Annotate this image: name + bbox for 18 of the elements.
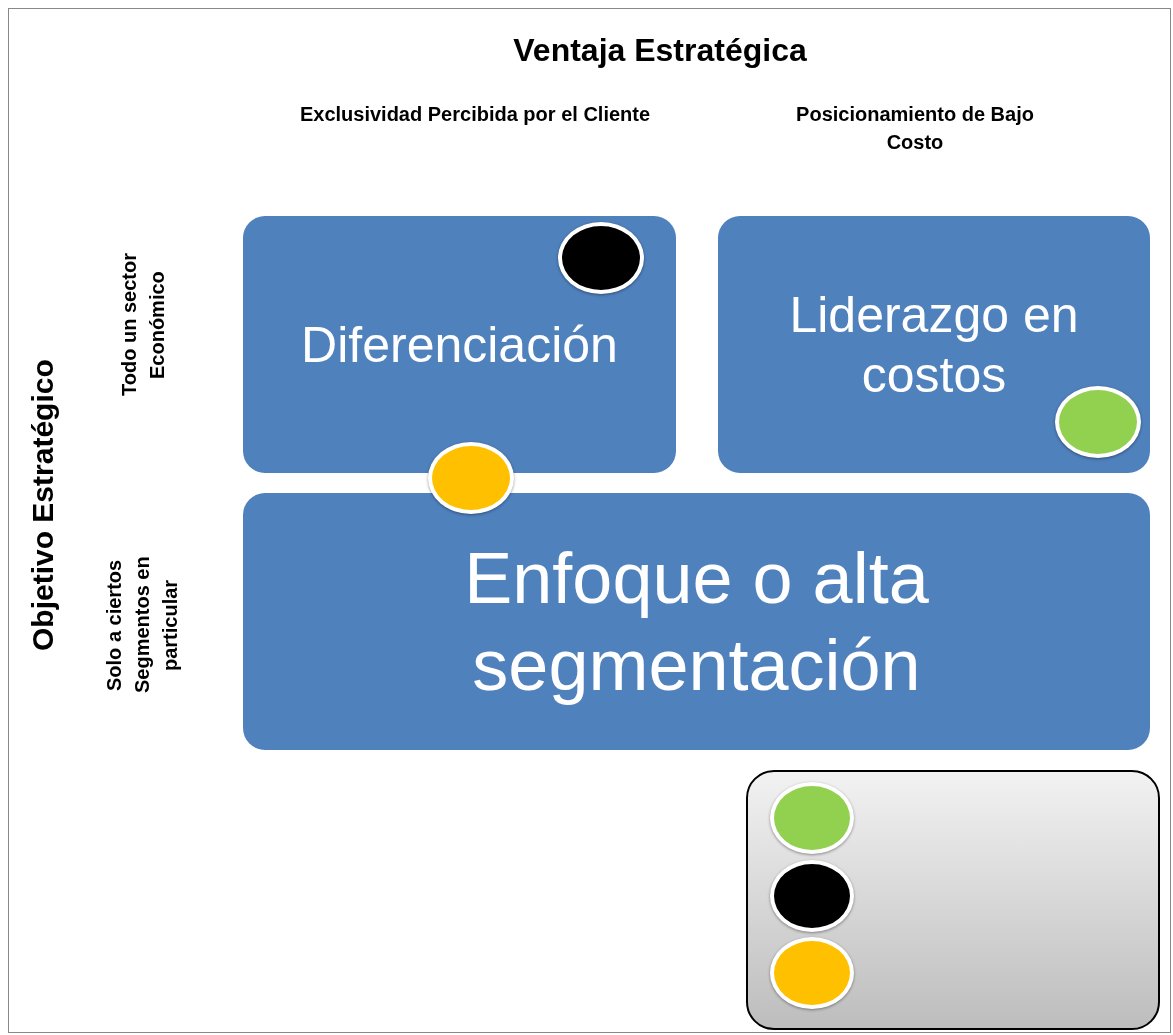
legend-dot bbox=[770, 937, 854, 1009]
strategy-name: Enfoque o alta segmentación bbox=[463, 537, 930, 707]
column-heading: Posicionamiento de Bajo Costo bbox=[795, 102, 1035, 155]
legend-dot bbox=[770, 860, 854, 932]
marker-dot bbox=[558, 222, 644, 294]
row-heading: Todo un sector Económico bbox=[117, 252, 169, 399]
legend-panel bbox=[746, 770, 1160, 1030]
strategy-box bbox=[718, 216, 1150, 473]
marker-dot bbox=[1055, 386, 1141, 458]
strategy-box bbox=[243, 216, 676, 473]
strategy-box bbox=[243, 493, 1150, 750]
row-heading: Solo a ciertos Segmentos en particular bbox=[102, 555, 182, 696]
strategy-name: Liderazgo en costos bbox=[788, 285, 1080, 405]
axis-title: Objetivo Estratégico bbox=[25, 358, 60, 653]
axis-title: Ventaja Estratégica bbox=[512, 31, 808, 70]
legend-dot bbox=[770, 782, 854, 854]
strategy-name: Diferenciación bbox=[300, 315, 619, 375]
column-heading: Exclusividad Percibida por el Cliente bbox=[298, 102, 652, 127]
